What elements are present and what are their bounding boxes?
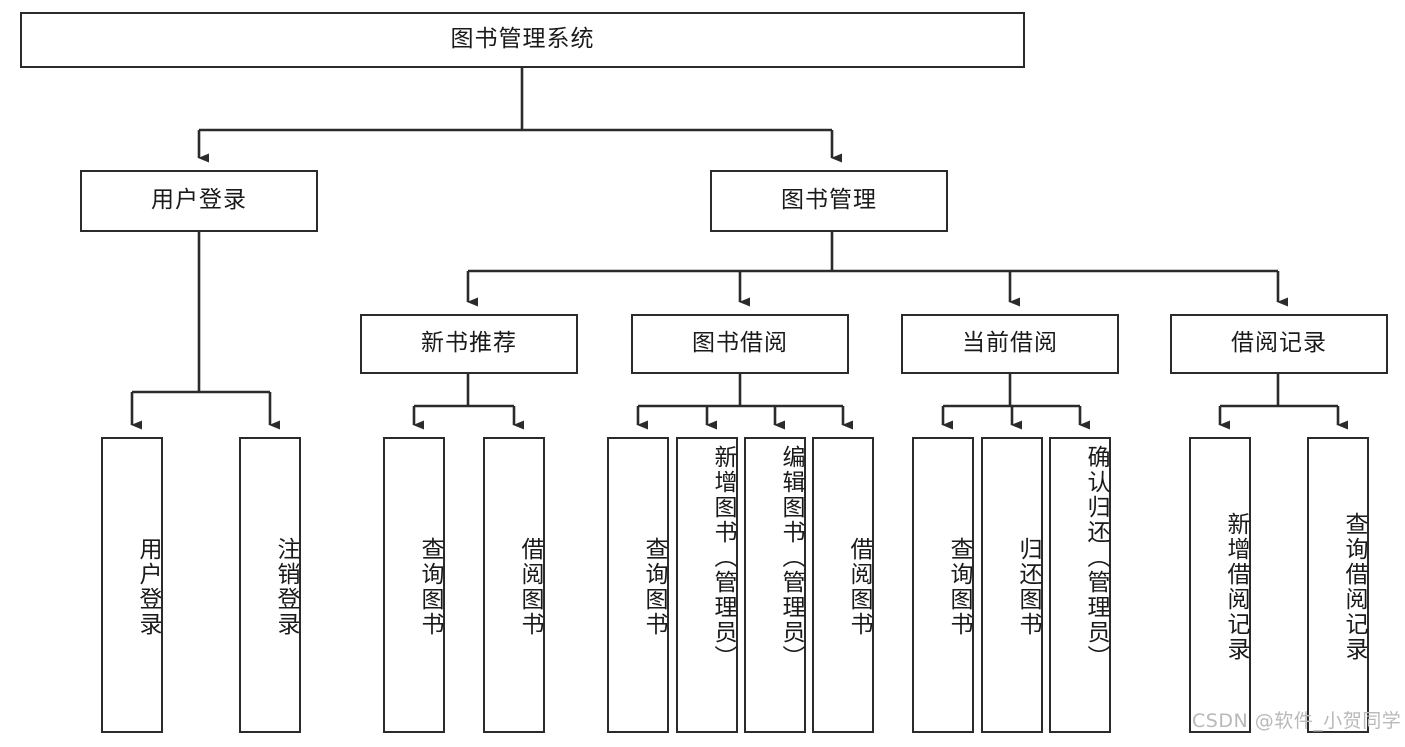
node-leaf-query-book-recommend[interactable]: 查询图书 [383, 437, 445, 733]
node-label: 查询图书 [417, 537, 443, 637]
node-user-login[interactable]: 用户登录 [80, 170, 318, 232]
node-leaf-query-borrow-record[interactable]: 查询借阅记录 [1307, 437, 1369, 733]
node-label: 当前借阅 [962, 330, 1058, 357]
edges-borrow-record-to-leaves [1218, 374, 1348, 430]
edges-book-borrow-to-leaves [636, 374, 853, 430]
node-book-management[interactable]: 图书管理 [710, 170, 948, 232]
node-label: 借阅图书 [846, 537, 872, 637]
node-leaf-borrow-book-recommend[interactable]: 借阅图书 [483, 437, 545, 733]
node-label: 确认归还（管理员） [1083, 445, 1109, 670]
node-label: 用户登录 [135, 537, 161, 637]
node-label: 新增借阅记录 [1223, 512, 1249, 662]
edges-book-mgmt-to-level3 [466, 232, 1288, 307]
edges-new-book-to-leaves [412, 374, 524, 430]
node-current-borrow[interactable]: 当前借阅 [901, 314, 1119, 374]
csdn-watermark: CSDN @软件_小贺同学 [1192, 706, 1401, 733]
node-leaf-logout[interactable]: 注销登录 [239, 437, 301, 733]
node-leaf-return-book[interactable]: 归还图书 [981, 437, 1043, 733]
node-label: 借阅记录 [1231, 330, 1327, 357]
node-leaf-borrow-book[interactable]: 借阅图书 [812, 437, 874, 733]
node-leaf-user-login[interactable]: 用户登录 [101, 437, 163, 733]
watermark-text: CSDN @软件_小贺同学 [1192, 710, 1402, 732]
node-root-system[interactable]: 图书管理系统 [20, 12, 1025, 68]
node-label: 用户登录 [151, 187, 247, 214]
node-label: 归还图书 [1015, 537, 1041, 637]
node-label: 新增图书（管理员） [710, 445, 736, 670]
node-leaf-add-book-admin[interactable]: 新增图书（管理员） [676, 437, 738, 733]
node-leaf-confirm-return-admin[interactable]: 确认归还（管理员） [1049, 437, 1111, 733]
node-leaf-query-book[interactable]: 查询图书 [607, 437, 669, 733]
node-label: 图书借阅 [692, 330, 788, 357]
node-label: 图书管理 [781, 187, 877, 214]
node-leaf-add-borrow-record[interactable]: 新增借阅记录 [1189, 437, 1251, 733]
edges-current-borrow-to-leaves [941, 374, 1090, 430]
node-borrow-record[interactable]: 借阅记录 [1170, 314, 1388, 374]
node-leaf-query-book-current[interactable]: 查询图书 [912, 437, 974, 733]
node-label: 新书推荐 [421, 330, 517, 357]
node-label: 注销登录 [273, 537, 299, 637]
edges-user-login-to-leaves [130, 232, 280, 430]
node-new-book-recommend[interactable]: 新书推荐 [360, 314, 578, 374]
node-label: 借阅图书 [517, 537, 543, 637]
edges-root-to-level2 [197, 68, 842, 163]
node-label: 图书管理系统 [450, 26, 595, 53]
node-label: 查询图书 [641, 537, 667, 637]
node-label: 查询借阅记录 [1341, 512, 1367, 662]
node-book-borrow[interactable]: 图书借阅 [631, 314, 849, 374]
node-label: 查询图书 [946, 537, 972, 637]
node-label: 编辑图书（管理员） [778, 445, 804, 670]
node-leaf-edit-book-admin[interactable]: 编辑图书（管理员） [744, 437, 806, 733]
